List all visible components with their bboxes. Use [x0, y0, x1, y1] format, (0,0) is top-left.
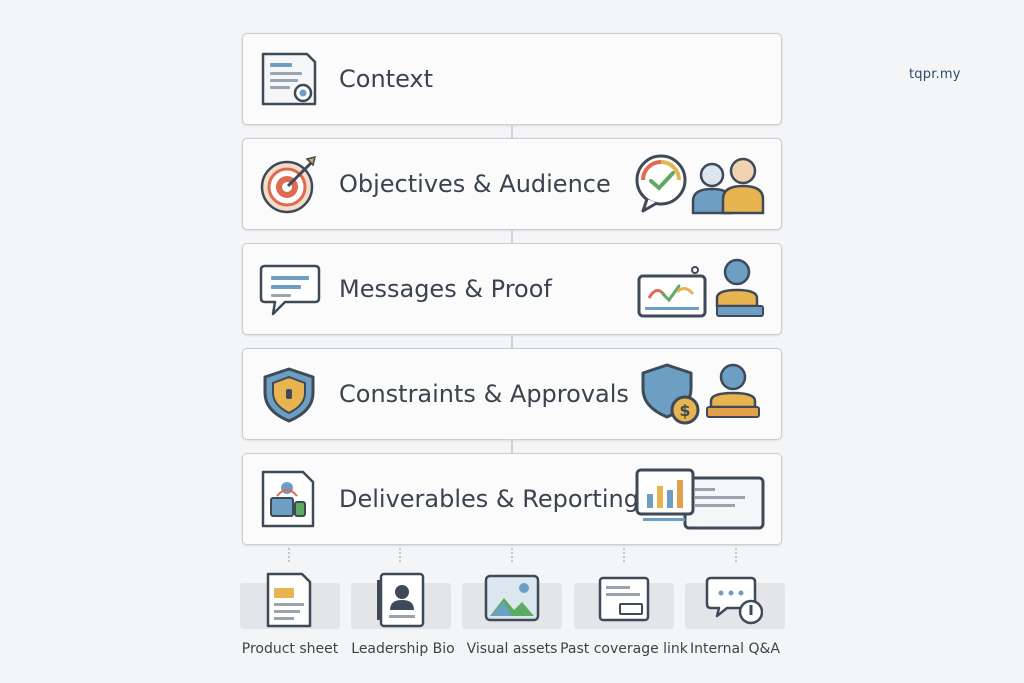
resource-label: Leadership Bio	[351, 641, 455, 657]
image-icon	[484, 574, 540, 622]
svg-text:$: $	[679, 401, 690, 420]
resource-past-coverage-link[interactable]: Past coverage link	[560, 570, 688, 660]
product-sheet-icon	[266, 572, 312, 628]
shield-icon	[263, 367, 315, 423]
chat-info-icon	[705, 576, 763, 625]
section-label: Messages & Proof	[339, 275, 552, 303]
section-objectives-audience: Objectives & Audience	[242, 138, 782, 230]
section-label: Constraints & Approvals	[339, 380, 629, 408]
connector	[288, 548, 293, 562]
resource-internal-qa[interactable]: Internal Q&A	[675, 570, 795, 660]
connector	[511, 229, 513, 243]
section-context: Context	[242, 33, 782, 125]
coverage-window-icon	[598, 576, 650, 622]
resource-label: Visual assets	[466, 641, 558, 657]
resource-label: Past coverage link	[560, 641, 688, 657]
resource-visual-assets[interactable]: Visual assets	[452, 570, 572, 660]
connector	[735, 548, 740, 562]
section-label: Deliverables & Reporting	[339, 485, 639, 513]
resource-label: Product sheet	[241, 641, 339, 657]
speech-bubble-icon	[259, 264, 321, 316]
connector	[511, 124, 513, 138]
watermark: tqpr.my	[909, 67, 961, 82]
dashboard-icon	[635, 468, 765, 530]
section-label: Objectives & Audience	[339, 170, 611, 198]
section-messages-proof: Messages & Proof	[242, 243, 782, 335]
resource-leadership-bio[interactable]: Leadership Bio	[343, 570, 463, 660]
budget-approval-icon: $	[641, 363, 760, 425]
connector	[511, 439, 513, 453]
audience-check-icon	[635, 154, 765, 215]
section-deliverables-reporting: Deliverables & Reporting	[242, 453, 782, 545]
connector	[399, 548, 404, 562]
connector	[511, 548, 516, 562]
resource-label: Internal Q&A	[690, 641, 780, 657]
connector	[511, 334, 513, 348]
report-document-icon	[261, 470, 315, 528]
section-label: Context	[339, 65, 434, 93]
section-constraints-approvals: Constraints & Approvals $	[242, 348, 782, 440]
connector	[623, 548, 628, 562]
target-icon	[260, 155, 317, 214]
proof-board-icon	[637, 258, 764, 318]
profile-document-icon	[377, 572, 425, 628]
document-gear-icon	[261, 52, 317, 106]
resource-product-sheet[interactable]: Product sheet	[230, 570, 350, 660]
